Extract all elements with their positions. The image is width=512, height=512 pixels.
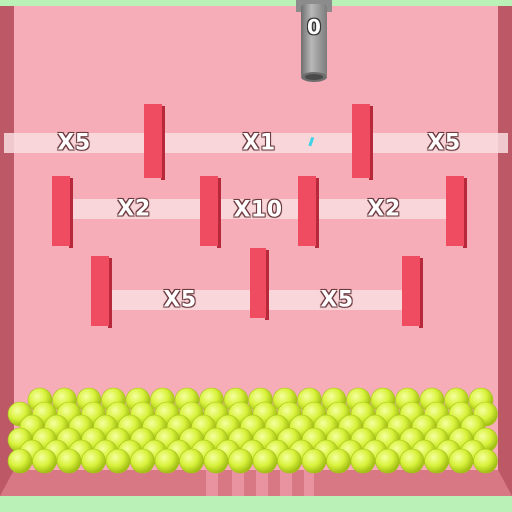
ball-icon: [448, 448, 474, 474]
gate-multiplier-x1: X1: [242, 130, 276, 156]
ball-icon: [56, 448, 82, 474]
peg: [52, 176, 73, 248]
ball-icon: [350, 448, 376, 474]
gate-multiplier-x2-right: X2: [367, 196, 401, 222]
sparkle-mark: [308, 136, 315, 147]
gate-multiplier-x10: X10: [233, 197, 283, 223]
gate-bars: [4, 133, 508, 310]
right-wall-inner: [498, 6, 512, 496]
ball-icon: [130, 448, 155, 474]
gate-bar-row-2: [68, 199, 448, 219]
gate-multiplier-x5-bottom-right: X5: [320, 287, 354, 313]
peg: [298, 176, 319, 248]
ball-icon: [7, 448, 33, 474]
pegs: [52, 104, 467, 328]
ball-icon: [228, 448, 253, 474]
ball-icon: [473, 448, 498, 474]
peg: [446, 176, 467, 248]
board-floor: [14, 6, 498, 470]
peg: [200, 176, 221, 248]
left-wall-inner: [0, 6, 14, 496]
ball-icon: [105, 448, 131, 474]
ball-icon: [81, 448, 106, 474]
gate-multiplier-x5-left: X5: [57, 130, 91, 156]
gate-multiplier-x2-left: X2: [117, 196, 151, 222]
exit-slots: [206, 470, 314, 496]
ball-icon: [252, 448, 278, 474]
peg: [352, 104, 373, 180]
cannon-icon[interactable]: [296, 0, 332, 82]
ball-pile: [7, 387, 498, 474]
ball-icon: [179, 448, 204, 474]
gate-multiplier-x5-right: X5: [427, 130, 461, 156]
peg: [144, 104, 165, 180]
ball-icon: [154, 448, 180, 474]
ball-counter: 0: [307, 15, 321, 39]
gate-bar-row-1: [4, 133, 508, 153]
ball-icon: [424, 448, 449, 474]
peg: [402, 256, 423, 328]
peg: [250, 248, 269, 320]
ground-strip: [0, 496, 512, 512]
ball-icon: [326, 448, 351, 474]
ball-icon: [399, 448, 425, 474]
ball-icon: [203, 448, 229, 474]
ball-icon: [375, 448, 400, 474]
ball-icon: [277, 448, 302, 474]
ball-icon: [32, 448, 57, 474]
peg: [91, 256, 112, 328]
gate-multiplier-x5-bottom-left: X5: [163, 287, 197, 313]
ball-icon: [301, 448, 327, 474]
